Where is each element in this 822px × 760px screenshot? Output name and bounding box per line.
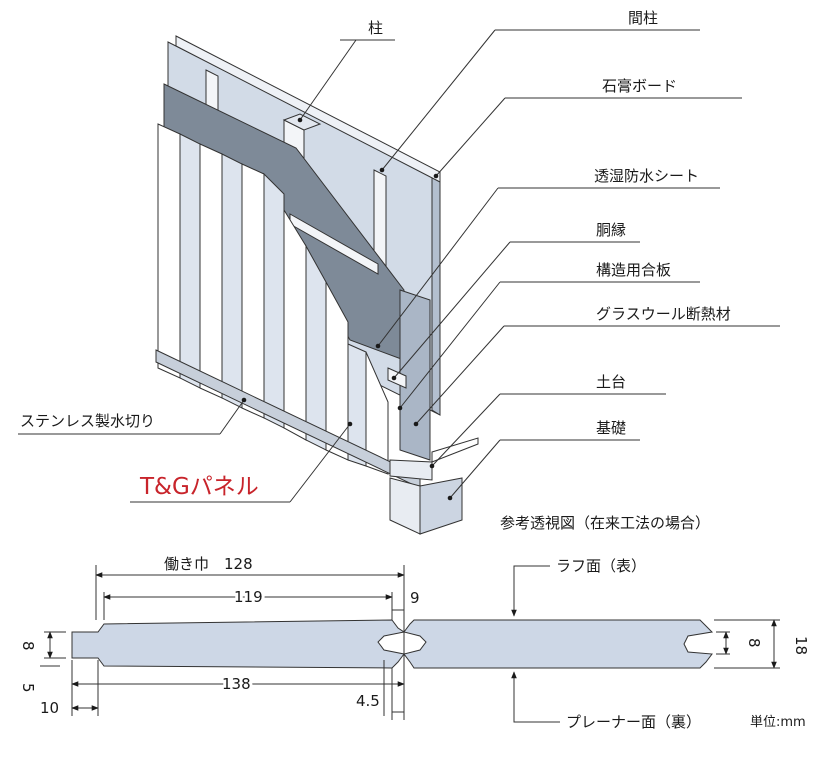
- flashing-lip: [431, 437, 479, 463]
- label-mabashira: 間柱: [628, 9, 658, 27]
- dim-5: 5: [19, 683, 37, 693]
- foundation-side: [389, 477, 421, 535]
- foundation-kiso: [419, 477, 463, 535]
- label-dodai: 土台: [596, 373, 626, 391]
- label-stainless-mizukiri: ステンレス製水切り: [20, 412, 155, 430]
- label-tg-panel: T&Gパネル: [139, 474, 259, 500]
- label-hashira: 柱: [368, 19, 383, 37]
- label-doubuchi: 胴縁: [596, 221, 626, 239]
- label-rough-face: ラフ面（表）: [556, 557, 646, 575]
- dim-9: 9: [410, 589, 420, 607]
- caption: 参考透視図（在来工法の場合）: [500, 514, 710, 532]
- dim-8-left: 8: [19, 641, 37, 651]
- label-sekko-board: 石膏ボード: [602, 77, 677, 95]
- label-unit: 単位:mm: [750, 714, 806, 730]
- perspective-wall: [155, 35, 479, 535]
- dim-4-5: 4.5: [356, 692, 380, 710]
- studs: [205, 69, 387, 271]
- leader-lines: [18, 29, 780, 503]
- tg-panel-boards: [157, 123, 389, 475]
- dim-138: 138: [222, 675, 251, 693]
- cross-section: [71, 619, 714, 669]
- leader-dots: [241, 117, 453, 501]
- label-glasswool: グラスウール断熱材: [596, 305, 731, 323]
- dim-8-right: 8: [745, 638, 763, 648]
- dim-119: 119: [234, 588, 263, 606]
- dim-18: 18: [792, 636, 810, 655]
- sill-dodai: [389, 459, 433, 481]
- label-kiso: 基礎: [596, 419, 626, 437]
- dimension-lines: [40, 565, 780, 723]
- board-right: [403, 619, 714, 669]
- dim-working-width: 働き巾 128: [164, 555, 253, 573]
- label-planer-face: プレーナー面（裏）: [566, 713, 701, 731]
- dim-10: 10: [40, 699, 59, 717]
- label-kouzou-gouhan: 構造用合板: [596, 261, 671, 279]
- board-left: [71, 619, 406, 669]
- label-tousitsu-sheet: 透湿防水シート: [594, 167, 699, 185]
- gypsum-board-edge: [431, 175, 441, 416]
